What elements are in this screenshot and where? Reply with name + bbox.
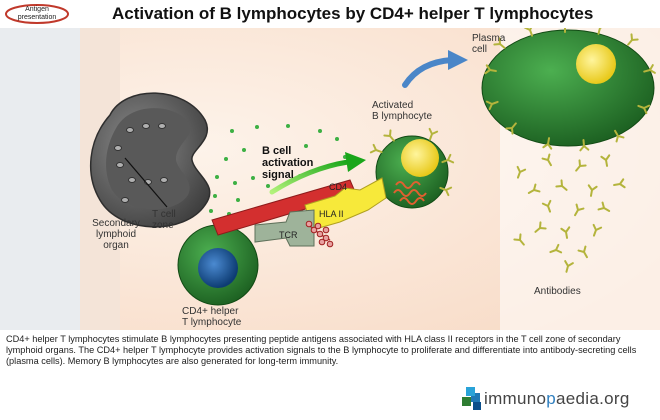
b-cell-ribosomes	[393, 181, 427, 205]
curved-arrow-icon	[402, 50, 468, 88]
hla-ii-label: HLA II	[319, 209, 344, 219]
page-title: Activation of B lymphocytes by CD4+ help…	[112, 4, 594, 23]
antibodies-label: Antibodies	[534, 286, 581, 297]
hla-class-ii-molecule	[304, 177, 387, 231]
antigen-presentation-badge[interactable]: Antigen presentation	[4, 3, 70, 25]
b-cell-nucleus	[401, 139, 439, 177]
diagram-panel	[0, 28, 660, 330]
cd4-label: CD4	[329, 182, 348, 192]
t-cell-zone-pointer	[124, 157, 168, 208]
badge-line-2: presentation	[17, 14, 57, 21]
secondary-lymphoid-organ	[89, 92, 211, 228]
peptide-antigen	[305, 220, 334, 248]
activation-signal-arrow	[269, 152, 366, 195]
left-gray-strip	[0, 28, 80, 330]
immunopaedia-logo[interactable]: immunopaedia.org	[460, 383, 660, 419]
t-cell-nucleus	[198, 248, 238, 288]
badge-label: Antigen presentation	[4, 6, 70, 22]
activated-b-lymphocyte	[369, 127, 455, 209]
t-cell-zone-spots	[114, 123, 168, 203]
logo-text: immunopaedia.org	[484, 389, 630, 408]
cd4-helper-t-lymphocyte	[177, 224, 259, 306]
figure-caption: CD4+ helper T lymphocytes stimulate B ly…	[6, 334, 637, 366]
t-cell-receptor	[254, 209, 315, 247]
plasma-cell	[481, 28, 656, 152]
tcr-label: TCR	[279, 230, 298, 240]
logo-cube-icon	[462, 387, 481, 410]
badge-oval	[5, 4, 69, 24]
badge-line-1: Antigen	[25, 6, 49, 13]
plasma-cell-nucleus	[576, 44, 616, 84]
